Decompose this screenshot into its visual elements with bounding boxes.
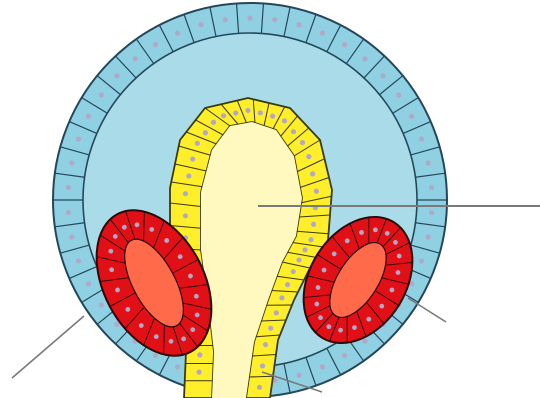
yellow-cell-nucleus xyxy=(282,118,287,123)
outer-cell-nucleus xyxy=(175,30,180,35)
yellow-cell-nucleus xyxy=(257,385,262,390)
yellow-cell-nucleus xyxy=(306,154,311,159)
outer-cell-nucleus xyxy=(76,136,81,141)
outer-cell-nucleus xyxy=(175,364,180,369)
pointer-line-outer-left xyxy=(12,316,84,378)
yellow-cell-nucleus xyxy=(291,269,296,274)
outer-cell-nucleus xyxy=(426,160,431,165)
outer-cell-nucleus xyxy=(342,42,347,47)
outer-cell-nucleus xyxy=(362,339,367,344)
yellow-cell-nucleus xyxy=(310,171,315,176)
yellow-cell-nucleus xyxy=(211,120,216,125)
outer-cell-nucleus xyxy=(297,22,302,27)
yellow-cell-nucleus xyxy=(300,140,305,145)
outer-cell-nucleus xyxy=(86,281,91,286)
outer-cell-nucleus xyxy=(380,73,385,78)
yellow-cell-nucleus xyxy=(183,191,188,196)
outer-cell-nucleus xyxy=(114,73,119,78)
outer-cell-nucleus xyxy=(419,136,424,141)
yellow-cell-nucleus xyxy=(308,237,313,242)
outer-cell-nucleus xyxy=(320,30,325,35)
outer-cell-nucleus xyxy=(320,364,325,369)
outer-cell-nucleus xyxy=(247,15,252,20)
outer-cell-nucleus xyxy=(429,185,434,190)
outer-cell-nucleus xyxy=(409,114,414,119)
yellow-cell-nucleus xyxy=(183,213,188,218)
outer-cell-nucleus xyxy=(69,234,74,239)
outer-cell-nucleus xyxy=(429,210,434,215)
yellow-cell-nucleus xyxy=(197,370,202,375)
outer-cell-nucleus xyxy=(362,56,367,61)
yellow-cell-nucleus xyxy=(279,295,284,300)
outer-cell-nucleus xyxy=(153,353,158,358)
outer-cell-nucleus xyxy=(297,373,302,378)
outer-cell-nucleus xyxy=(69,160,74,165)
yellow-cell-nucleus xyxy=(197,352,202,357)
outer-cell-nucleus xyxy=(99,302,104,307)
yellow-cell-nucleus xyxy=(221,113,226,118)
outer-cell-nucleus xyxy=(99,92,104,97)
yellow-cell-nucleus xyxy=(258,110,263,115)
yellow-cell-nucleus xyxy=(302,247,307,252)
yellow-cell-nucleus xyxy=(274,310,279,315)
yellow-cell-nucleus xyxy=(263,342,268,347)
yellow-cell-nucleus xyxy=(291,129,296,134)
yellow-cell-nucleus xyxy=(260,363,265,368)
yellow-cell-nucleus xyxy=(245,108,250,113)
outer-cell-nucleus xyxy=(272,17,277,22)
yellow-cell-nucleus xyxy=(314,189,319,194)
outer-cell-nucleus xyxy=(426,234,431,239)
yellow-cell-nucleus xyxy=(233,110,238,115)
yellow-cell-nucleus xyxy=(285,282,290,287)
outer-cell-nucleus xyxy=(153,42,158,47)
yellow-cell-nucleus xyxy=(311,222,316,227)
yellow-cell-nucleus xyxy=(186,173,191,178)
outer-cell-nucleus xyxy=(66,210,71,215)
yellow-cell-nucleus xyxy=(195,141,200,146)
outer-cell-nucleus xyxy=(133,56,138,61)
outer-cell-nucleus xyxy=(342,353,347,358)
outer-cell-nucleus xyxy=(66,185,71,190)
outer-cell-nucleus xyxy=(198,22,203,27)
outer-cell-nucleus xyxy=(419,258,424,263)
yellow-cell-nucleus xyxy=(190,156,195,161)
outer-cell-nucleus xyxy=(86,114,91,119)
yellow-cell-nucleus xyxy=(268,326,273,331)
outer-cell-nucleus xyxy=(223,17,228,22)
yellow-cell-nucleus xyxy=(203,130,208,135)
yellow-cell-nucleus xyxy=(296,257,301,262)
yellow-cell-nucleus xyxy=(270,114,275,119)
outer-cell-nucleus xyxy=(76,258,81,263)
outer-cell-nucleus xyxy=(396,92,401,97)
